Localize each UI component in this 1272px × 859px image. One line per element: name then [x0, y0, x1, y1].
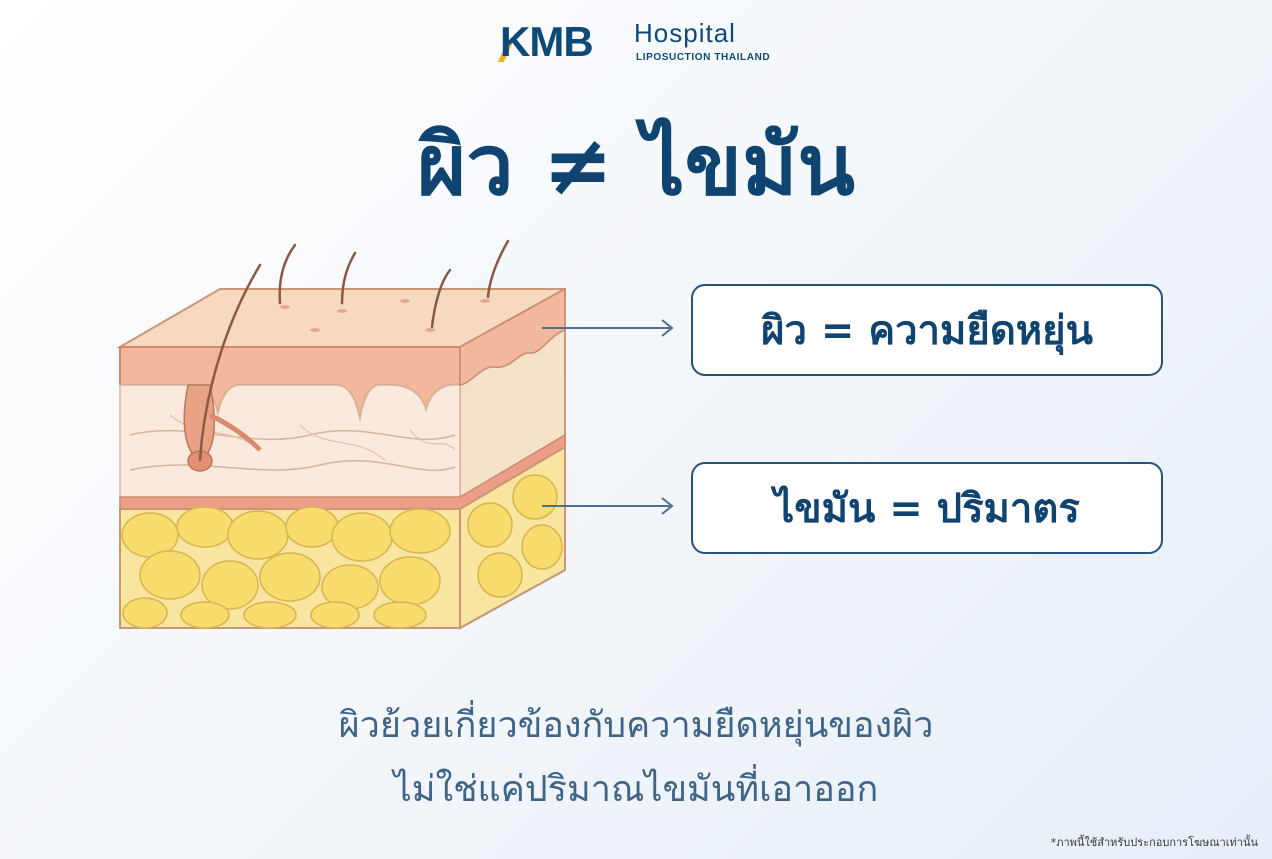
pointer-arrows	[542, 319, 674, 515]
page-title: ผิว ≠ ไขมัน	[417, 116, 855, 214]
logo-name: Hospital	[634, 18, 736, 48]
skin-elasticity-label: ผิว = ความยืดหยุ่น	[691, 284, 1163, 376]
dermis-layer	[119, 384, 461, 501]
hair-strands	[198, 239, 510, 462]
fat-volume-label: ไขมัน = ปริมาตร	[691, 462, 1163, 554]
skin-pores	[280, 299, 490, 332]
disclaimer-footnote: *ภาพนี้ใช้สำหรับประกอบการโฆษณาเท่านั้น	[1050, 836, 1258, 849]
logo-brand: KMB	[500, 18, 594, 65]
caption-line-1: ผิวย้วยเกี่ยวข้องกับความยืดหยุ่นของผิว	[338, 705, 934, 746]
fat-cells	[121, 506, 451, 629]
arrow-skin	[542, 319, 674, 337]
logo-subtitle: LIPOSUCTION THAILAND	[636, 52, 771, 63]
arrow-fat	[542, 497, 674, 515]
caption-line-2: ไม่ใช่แค่ปริมาณไขมันที่เอาออก	[393, 769, 879, 810]
hospital-logo: KMB Hospital LIPOSUCTION THAILAND	[497, 14, 780, 70]
skin-cross-section-illustration	[116, 239, 566, 630]
